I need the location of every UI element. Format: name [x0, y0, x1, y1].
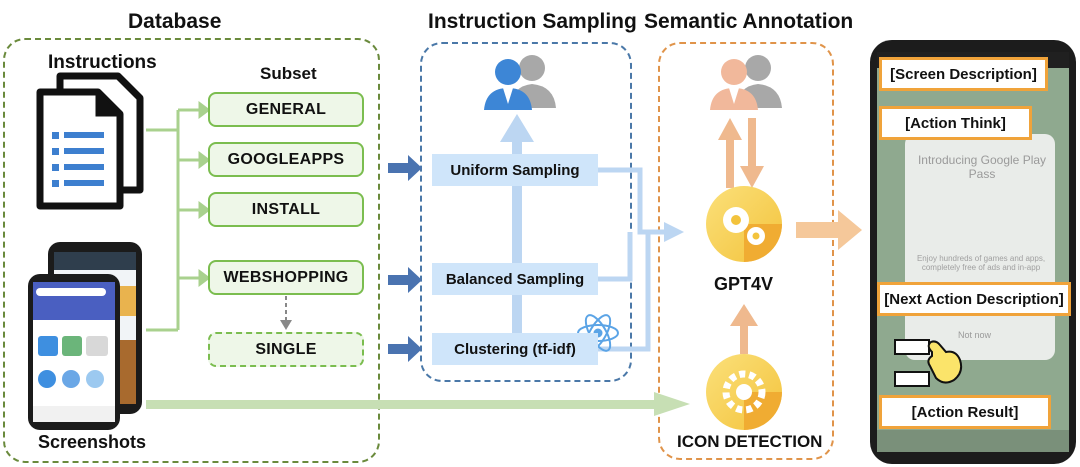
instruction-sampling-title: Instruction Sampling: [428, 10, 637, 33]
clustering-box: Clustering (tf-idf): [432, 333, 598, 365]
subset-install: INSTALL: [208, 192, 364, 227]
document-icon: [36, 72, 144, 210]
phone-icon: [28, 242, 142, 430]
icon-detection-gear-icon: [706, 354, 782, 430]
subset-label: Subset: [260, 64, 317, 83]
people-icon-orange: [710, 55, 782, 110]
subset-single: SINGLE: [208, 332, 364, 367]
not-now-text: Not now: [958, 330, 992, 340]
subset-webshopping: WEBSHOPPING: [208, 260, 364, 295]
screen-description-box: [Screen Description]: [879, 57, 1048, 91]
uniform-sampling-box: Uniform Sampling: [432, 154, 598, 186]
screenshots-label: Screenshots: [38, 432, 147, 452]
icon-detection-label: ICON DETECTION: [677, 432, 823, 451]
subset-general: GENERAL: [208, 92, 364, 127]
next-action-description-box: [Next Action Description]: [877, 282, 1071, 316]
pointing-hand-icon: [894, 339, 963, 387]
promo-title: Introducing Google Play Pass: [917, 153, 1047, 181]
database-container: [3, 38, 380, 463]
action-result-box: [Action Result]: [879, 395, 1051, 429]
promo-body: Enjoy hundreds of games and apps, comple…: [916, 254, 1046, 272]
semantic-annotation-container: [658, 42, 834, 460]
people-icon: [484, 55, 556, 110]
instructions-label: Instructions: [48, 52, 157, 73]
database-title: Database: [128, 10, 222, 33]
subset-googleapps: GOOGLEAPPS: [208, 142, 364, 177]
semantic-annotation-title: Semantic Annotation: [644, 10, 854, 33]
balanced-sampling-box: Balanced Sampling: [432, 263, 598, 295]
gear-icon: [706, 186, 782, 262]
action-think-box: [Action Think]: [879, 106, 1032, 140]
gpt4v-label: GPT4V: [714, 274, 774, 294]
instruction-sampling-container: [420, 42, 632, 382]
